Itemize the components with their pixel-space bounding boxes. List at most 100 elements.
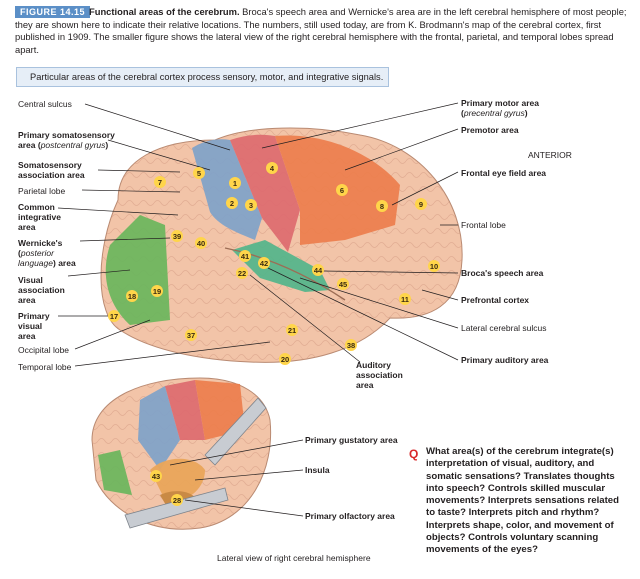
label-anterior: ANTERIOR [528,150,572,160]
svg-text:19: 19 [153,287,161,296]
svg-text:9: 9 [419,200,423,209]
area-42-badge: 42 [258,257,270,269]
label-visual-association: Visual association area [18,275,65,305]
svg-text:10: 10 [430,262,438,271]
svg-text:37: 37 [187,331,195,340]
label-primary-visual: Primary visual area [18,311,50,341]
label-central-sulcus: Central sulcus [18,99,72,109]
area-39-badge: 39 [171,230,183,242]
area-17-badge: 17 [108,310,120,322]
svg-text:22: 22 [238,269,246,278]
area-5-badge: 5 [193,167,205,179]
label-lateral-sulcus: Lateral cerebral sulcus [461,323,547,333]
label-primary-olfactory: Primary olfactory area [305,511,395,521]
label-premotor: Premotor area [461,125,519,135]
visual-region [105,215,170,325]
area-10-badge: 10 [428,260,440,272]
svg-text:17: 17 [110,312,118,321]
figure-caption: Functional areas of the cerebrum. Broca'… [15,6,627,56]
area-6-badge: 6 [336,184,348,196]
label-primary-motor: Primary motor area (precentral gyrus) [461,98,539,118]
svg-text:18: 18 [128,292,136,301]
leader-lines [57,102,459,517]
label-frontal-eye-field: Frontal eye field area [461,168,547,178]
label-insula: Insula [305,465,330,475]
area-28-badge: 28 [171,494,183,506]
area-19-badge: 19 [151,285,163,297]
label-temporal-lobe: Temporal lobe [18,362,72,372]
figure-tag: FIGURE 14.15 [15,6,91,18]
area-8-badge: 8 [376,200,388,212]
area-7-badge: 7 [154,176,166,188]
primary-motor-region [230,134,300,252]
label-parietal-lobe: Parietal lobe [18,186,66,196]
svg-text:44: 44 [314,266,323,275]
label-somatosensory-association: Somatosensory association area [18,160,85,180]
svg-text:6: 6 [340,186,344,195]
area-40-badge: 40 [195,237,207,249]
label-common-integrative: Common integrative area [18,202,61,232]
small-visual [98,450,132,495]
svg-text:45: 45 [339,280,347,289]
small-figure-caption: Lateral view of right cerebral hemispher… [217,553,371,563]
svg-text:2: 2 [230,199,234,208]
main-brain [100,127,463,363]
small-somatosensory [138,386,180,470]
primary-somatosensory-region [192,139,262,240]
label-prefrontal: Prefrontal cortex [461,295,530,305]
area-22-badge: 22 [236,267,248,279]
svg-text:7: 7 [158,178,162,187]
retractor-lower [124,487,229,529]
figure-body: Broca's speech area and Wernicke's area … [15,6,627,55]
label-occipital-lobe: Occipital lobe [18,345,70,355]
area-21-badge: 21 [286,324,298,336]
svg-text:4: 4 [270,164,275,173]
svg-text:8: 8 [380,202,384,211]
area-18-badge: 18 [126,290,138,302]
area-43-badge: 43 [150,470,162,482]
label-wernicke: Wernicke's (posterior language) area [18,238,76,268]
area-1-badge: 1 [229,177,241,189]
area-9-badge: 9 [415,198,427,210]
svg-text:39: 39 [173,232,181,241]
svg-text:21: 21 [288,326,296,335]
label-primary-somatosensory: Primary somatosensory area (postcentral … [18,130,115,150]
label-primary-somatosensory-line1: Primary somatosensory [18,130,115,140]
small-brain [91,377,272,530]
svg-text:1: 1 [233,179,237,188]
label-frontal-lobe: Frontal lobe [461,220,506,230]
label-primary-somatosensory-line2: area (postcentral gyrus) [18,140,109,150]
svg-text:40: 40 [197,239,205,248]
area-41-badge: 41 [239,250,251,262]
brodmann-badges: 1 2 3 4 5 6 7 8 9 10 11 17 18 19 20 21 2… [108,162,440,506]
retractor-upper [204,397,267,466]
insula-region [150,458,205,501]
svg-text:3: 3 [249,201,253,210]
svg-text:43: 43 [152,472,160,481]
question-mark-icon: Q [409,447,419,461]
svg-text:20: 20 [281,355,289,364]
summary-banner: Particular areas of the cerebral cortex … [16,67,389,87]
svg-text:38: 38 [347,341,355,350]
area-4-badge: 4 [266,162,278,174]
svg-text:28: 28 [173,496,181,505]
small-motor [165,380,205,440]
label-primary-gustatory: Primary gustatory area [305,435,398,445]
figure-title: Functional areas of the cerebrum. [89,6,240,17]
label-primary-auditory: Primary auditory area [461,355,549,365]
area-11-badge: 11 [399,293,411,305]
area-20-badge: 20 [279,353,291,365]
area-37-badge: 37 [185,329,197,341]
svg-text:11: 11 [401,295,409,304]
svg-text:5: 5 [197,169,201,178]
area-38-badge: 38 [345,339,357,351]
svg-text:41: 41 [241,252,249,261]
area-44-badge: 44 [312,264,324,276]
area-45-badge: 45 [337,278,349,290]
label-broca: Broca's speech area [461,268,544,278]
question-text: What area(s) of the cerebrum integrate(s… [426,446,620,556]
svg-text:42: 42 [260,259,268,268]
area-2-badge: 2 [226,197,238,209]
area-3-badge: 3 [245,199,257,211]
